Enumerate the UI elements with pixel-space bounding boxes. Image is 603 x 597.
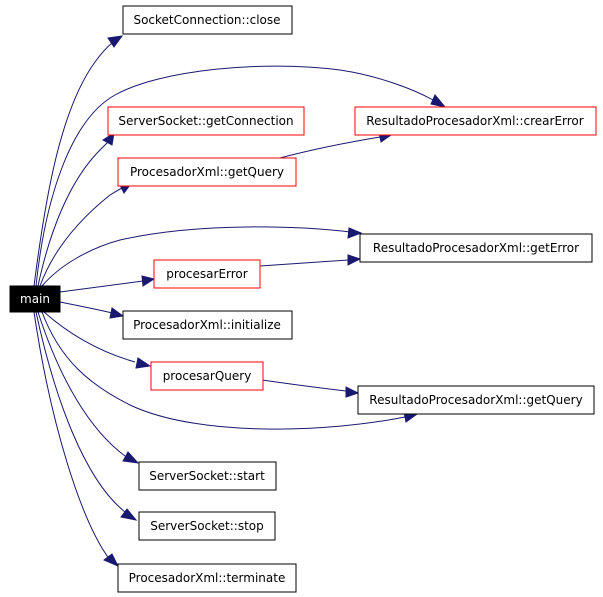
node-procesar-query-label: procesarQuery — [163, 369, 252, 383]
edge-main-procesador-get-query — [39, 187, 123, 287]
node-procesador-get-query-box — [117, 157, 297, 187]
node-socket-close-label: SocketConnection::close — [133, 13, 280, 27]
node-initialize[interactable]: ProcesadorXml::initialize — [122, 310, 293, 340]
edge-main-get-connection-arrow — [102, 131, 115, 146]
node-procesar-query[interactable]: procesarQuery — [150, 361, 264, 391]
node-procesar-error-box — [153, 259, 261, 289]
node-result-get-error[interactable]: ResultadoProcesadorXml::getError — [359, 233, 593, 263]
node-initialize-label: ProcesadorXml::initialize — [133, 318, 281, 332]
node-procesador-get-query-label: ProcesadorXml::getQuery — [130, 165, 284, 179]
edge-main-socket-close-arrow — [107, 35, 124, 48]
edge-main-procesar-query-arrow — [135, 357, 152, 369]
node-procesador-get-query[interactable]: ProcesadorXml::getQuery — [117, 157, 297, 187]
edge-main-socket-close — [33, 42, 113, 287]
node-server-get-connection-box — [107, 106, 305, 136]
node-main-box — [9, 285, 61, 313]
node-terminate-box — [117, 563, 297, 593]
node-procesar-query-box — [150, 361, 264, 391]
edge-main-initialize — [59, 301, 113, 314]
edge-main-get-connection — [37, 141, 109, 287]
edge-procesar-error-get-error-arrow — [347, 254, 362, 266]
edge-procesar-error-get-error — [259, 259, 349, 267]
edge-main-server-stop-arrow — [120, 508, 138, 521]
edge-main-server-start-arrow — [122, 451, 140, 464]
node-server-get-connection[interactable]: ServerSocket::getConnection — [107, 106, 305, 136]
edge-main-procesar-error — [59, 280, 144, 293]
edge-main-crear-error-arrow — [430, 94, 447, 108]
edge-procesar-query-get-query — [261, 379, 347, 392]
node-procesar-error-label: procesarError — [166, 267, 247, 281]
node-terminate-label: ProcesadorXml::terminate — [129, 571, 286, 585]
edge-main-get-error — [41, 226, 351, 287]
node-socket-close[interactable]: SocketConnection::close — [122, 5, 293, 35]
edge-main-server-start — [37, 311, 126, 457]
node-server-start[interactable]: ServerSocket::start — [138, 461, 277, 491]
node-procesar-error[interactable]: procesarError — [153, 259, 261, 289]
node-crear-error-box — [354, 106, 597, 136]
node-result-get-query-box — [357, 385, 595, 415]
node-result-get-error-label: ResultadoProcesadorXml::getError — [373, 241, 579, 255]
node-crear-error[interactable]: ResultadoProcesadorXml::crearError — [354, 106, 597, 136]
edge-main-procesar-query — [43, 311, 136, 363]
node-server-get-connection-label: ServerSocket::getConnection — [118, 114, 293, 128]
node-socket-close-box — [122, 5, 293, 35]
node-main[interactable]: main — [9, 285, 61, 313]
edge-main-crear-error — [35, 65, 434, 287]
edge-main-result-get-query — [41, 311, 406, 430]
node-result-get-query-label: ResultadoProcesadorXml::getQuery — [369, 393, 582, 407]
edge-main-terminate — [33, 311, 111, 561]
node-server-stop[interactable]: ServerSocket::stop — [138, 511, 276, 541]
node-result-get-query[interactable]: ResultadoProcesadorXml::getQuery — [357, 385, 595, 415]
node-server-start-label: ServerSocket::start — [149, 469, 265, 483]
edge-main-get-error-arrow — [347, 227, 363, 239]
node-initialize-box — [122, 310, 293, 340]
nodes: main SocketConnection::close ServerSocke… — [9, 5, 597, 593]
node-result-get-error-box — [359, 233, 593, 263]
node-server-start-box — [138, 461, 277, 491]
edge-main-initialize-arrow — [109, 307, 125, 319]
node-crear-error-label: ResultadoProcesadorXml::crearError — [366, 114, 583, 128]
node-server-stop-label: ServerSocket::stop — [150, 519, 264, 533]
edge-main-procesar-error-arrow — [141, 275, 156, 287]
node-server-stop-box — [138, 511, 276, 541]
edge-get-query-crear-error — [279, 136, 381, 159]
edge-main-server-stop — [35, 311, 126, 513]
node-terminate[interactable]: ProcesadorXml::terminate — [117, 563, 297, 593]
edge-procesar-query-get-query-arrow — [345, 386, 360, 398]
node-main-label: main — [20, 292, 50, 306]
edge-main-terminate-arrow — [103, 553, 120, 567]
